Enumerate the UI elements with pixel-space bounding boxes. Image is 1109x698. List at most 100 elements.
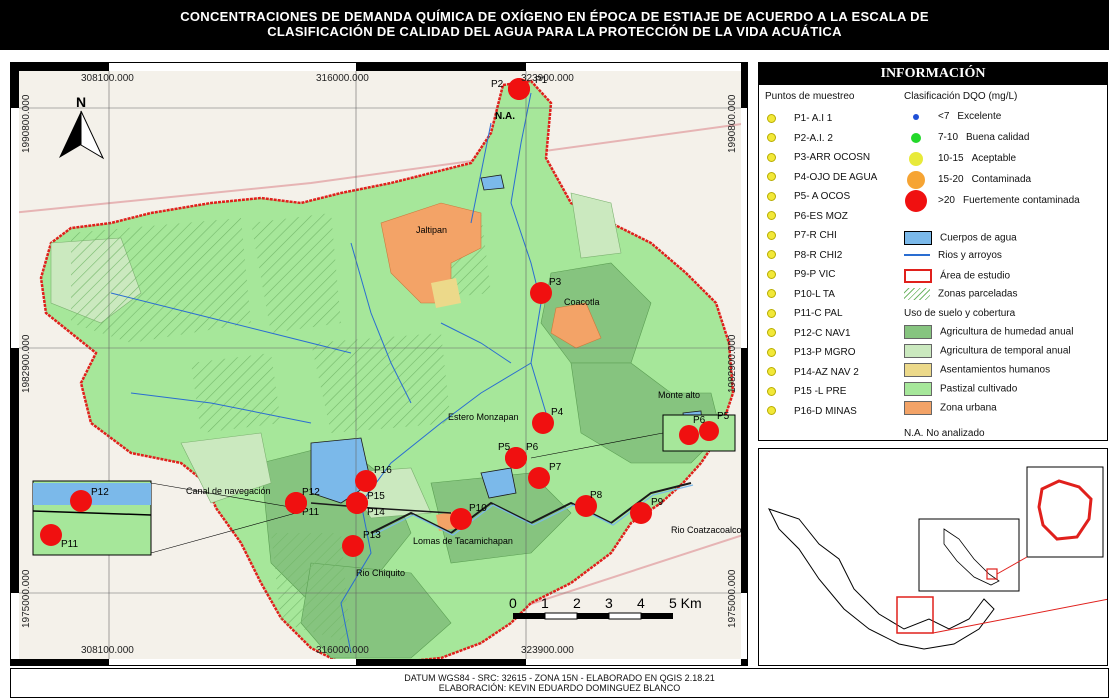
sample-point-label-p14: P14 [367,507,385,518]
parceled-zone [191,353,281,433]
legend-landuse-label: Asentamientos humanos [940,364,1051,376]
legend-landuse-item: Pastizal cultivado [904,382,1017,396]
legend-class-range: 10-15 [938,153,964,164]
coord-y-right-3: 1975000.000 [727,569,738,628]
coord-x-bottom-3: 323900.000 [521,645,574,656]
sample-point-p2[interactable] [508,78,530,100]
legend-landuse-item: Asentamientos humanos [904,363,1050,377]
map-grid [11,63,747,665]
scale-label: 1 [541,595,549,611]
legend-class-item: 10-15 Aceptable [904,152,1017,166]
coord-x-top-3: 323900.000 [521,73,574,84]
sample-point-p13[interactable] [342,535,364,557]
label-rio-coatzacoalcos: Rio Coatzacoalcos [671,525,747,535]
locator-map [758,448,1108,666]
north-arrow [59,110,105,160]
coord-y-left-1: 1990800.000 [21,94,32,153]
label-rio-chiquito: Rio Chiquito [356,568,405,578]
sample-point-p6[interactable] [505,447,527,469]
inset-point-label-p12: P12 [91,487,109,498]
inset-point-label-p5: P5 [717,411,730,422]
coord-x-bottom-2: 316000.000 [316,645,369,656]
legend-class-label: Excelente [957,111,1002,122]
legend-landuse-swatch [904,382,932,396]
scale-label: 0 [509,595,517,611]
sample-point-label-p5: P5 [498,442,511,453]
legend-point-item: P5- A OCOS [767,191,850,202]
legend-class-label: Buena calidad [966,132,1030,143]
sample-point-p12[interactable] [285,492,307,514]
map-title-line-1: CONCENTRACIONES DE DEMANDA QUÍMICA DE OX… [180,9,929,24]
legend-point-dot [767,211,776,221]
inset-point-p11[interactable] [40,524,62,546]
scale-label: 3 [605,595,613,611]
legend-point-item: P14-AZ NAV 2 [767,367,859,378]
landuse-patch [180,432,272,504]
sample-point-p4[interactable] [532,412,554,434]
legend-point-dot [767,347,776,357]
legend-point-item: P8-R CHI2 [767,250,842,261]
water-body [480,174,505,191]
inset-point-p6[interactable] [679,425,699,445]
north-arrow-label: N [76,94,86,110]
legend-landuse-swatch [904,363,932,377]
legend-class-symbol [911,133,921,143]
legend-panel: INFORMACIÓN Puntos de muestreo Clasifica… [758,62,1108,441]
sample-point-label-p3: P3 [549,277,562,288]
sample-point-p3[interactable] [530,282,552,304]
sample-point-p7[interactable] [528,467,550,489]
sample-point-p10[interactable] [450,508,472,530]
legend-landuse-label: Agricultura de temporal anual [940,345,1071,357]
coord-y-left-2: 1982900.000 [21,334,32,393]
locator-connector [932,598,1107,634]
legend-point-dot [767,406,776,416]
legend-point-label: P14-AZ NAV 2 [794,366,859,378]
legend-landuse-label: Agricultura de humedad anual [940,326,1074,338]
coord-x-top-2: 316000.000 [316,73,369,84]
legend-class-label: Aceptable [971,153,1017,164]
legend-point-item: P4-OJO DE AGUA [767,172,877,183]
legend-point-item: P11-C PAL [767,308,843,319]
legend-point-item: P6-ES MOZ [767,211,848,222]
legend-point-dot [767,250,776,260]
study-area-label: Área de estudio [940,270,1011,282]
legend-point-dot [767,133,776,143]
sample-point-label-p4: P4 [551,407,564,418]
legend-water-bodies: Cuerpos de agua [904,231,1017,245]
legend-title: INFORMACIÓN [759,63,1107,85]
legend-point-item: P10-L TA [767,289,835,300]
coord-y-right-2: 1982900.000 [727,334,738,393]
inset-point-p12[interactable] [70,490,92,512]
legend-point-dot [767,191,776,201]
legend-landuse-label: Pastizal cultivado [940,383,1018,395]
parceled-zone [311,333,451,433]
sample-point-label-p8: P8 [590,490,603,501]
legend-point-label: P13-P MGRO [794,347,856,358]
legend-point-label: P16-D MINAS [794,405,857,417]
sample-point-label-p2: P2 [491,79,504,90]
legend-point-label: P2-A.I. 2 [794,132,833,144]
legend-point-label: P11-C PAL [794,308,843,319]
sample-point-p8[interactable] [575,495,597,517]
sample-point-p15[interactable] [346,492,368,514]
sample-point-p16[interactable] [355,470,377,492]
study-area-swatch [904,269,932,283]
parceled-zone [251,213,341,333]
legend-point-item: P2-A.I. 2 [767,133,833,144]
legend-class-symbol [909,152,923,166]
inset-point-p5[interactable] [699,421,719,441]
urban-zone [550,302,602,349]
footer-line-1: DATUM WGS84 - SRC: 32615 - ZONA 15N - EL… [404,673,715,683]
legend-class-range: 15-20 [938,174,964,185]
parceled-zone [271,533,351,643]
locator-state-box [896,596,934,634]
sample-point-p9[interactable] [630,502,652,524]
sample-point-label-p6: P6 [526,442,539,453]
label-jaltipan: Jaltipan [416,225,447,235]
legend-point-item: P9-P VIC [767,269,836,280]
legend-point-item: P1- A.I 1 [767,113,832,124]
locator-connector [996,556,1028,575]
